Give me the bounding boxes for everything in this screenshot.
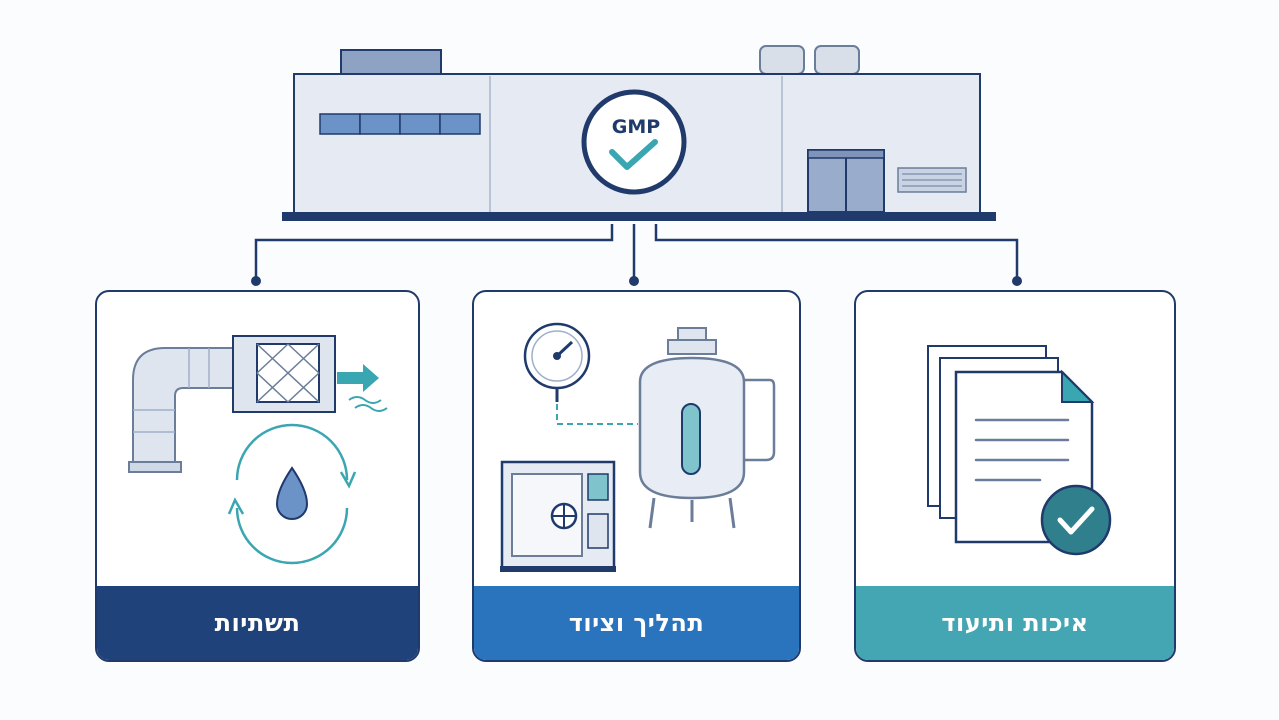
reactor-tank-icon bbox=[638, 327, 776, 529]
check-icon bbox=[609, 139, 658, 170]
infrastructure-illustration bbox=[128, 335, 388, 565]
card-infrastructure: תשתיות bbox=[95, 290, 420, 662]
process-equipment-illustration bbox=[500, 322, 776, 572]
connector-dot-center bbox=[629, 276, 639, 286]
connector-lines bbox=[251, 224, 1022, 286]
connector-dot-left bbox=[251, 276, 261, 286]
cycle-arrows-icon bbox=[235, 423, 349, 481]
autoclave-icon bbox=[500, 460, 616, 572]
gmp-badge-circle bbox=[581, 89, 687, 195]
card-label-quality-documentation: איכות ותיעוד bbox=[856, 586, 1174, 660]
gmp-badge-text: GMP bbox=[611, 116, 661, 138]
factory-building bbox=[282, 45, 996, 221]
card-label-infrastructure: תשתיות bbox=[97, 586, 418, 660]
card-quality-documentation: איכות ותיעוד bbox=[854, 290, 1176, 662]
airflow-arrow-icon bbox=[337, 364, 379, 392]
quality-documentation-illustration bbox=[927, 345, 1112, 556]
air-duct-icon bbox=[132, 347, 236, 463]
building-ground-bar bbox=[282, 212, 996, 221]
card-label-process-equipment: תהליך וציוד bbox=[474, 586, 799, 660]
building-vent bbox=[897, 167, 967, 193]
building-door bbox=[807, 149, 885, 213]
building-windows bbox=[319, 113, 481, 135]
card-process-equipment: תהליך וציוד bbox=[472, 290, 801, 662]
check-icon bbox=[1057, 506, 1095, 535]
connector-dot-right bbox=[1012, 276, 1022, 286]
approval-check-badge bbox=[1040, 484, 1112, 556]
water-drop-icon bbox=[275, 466, 309, 520]
documents-icon bbox=[927, 345, 1095, 544]
